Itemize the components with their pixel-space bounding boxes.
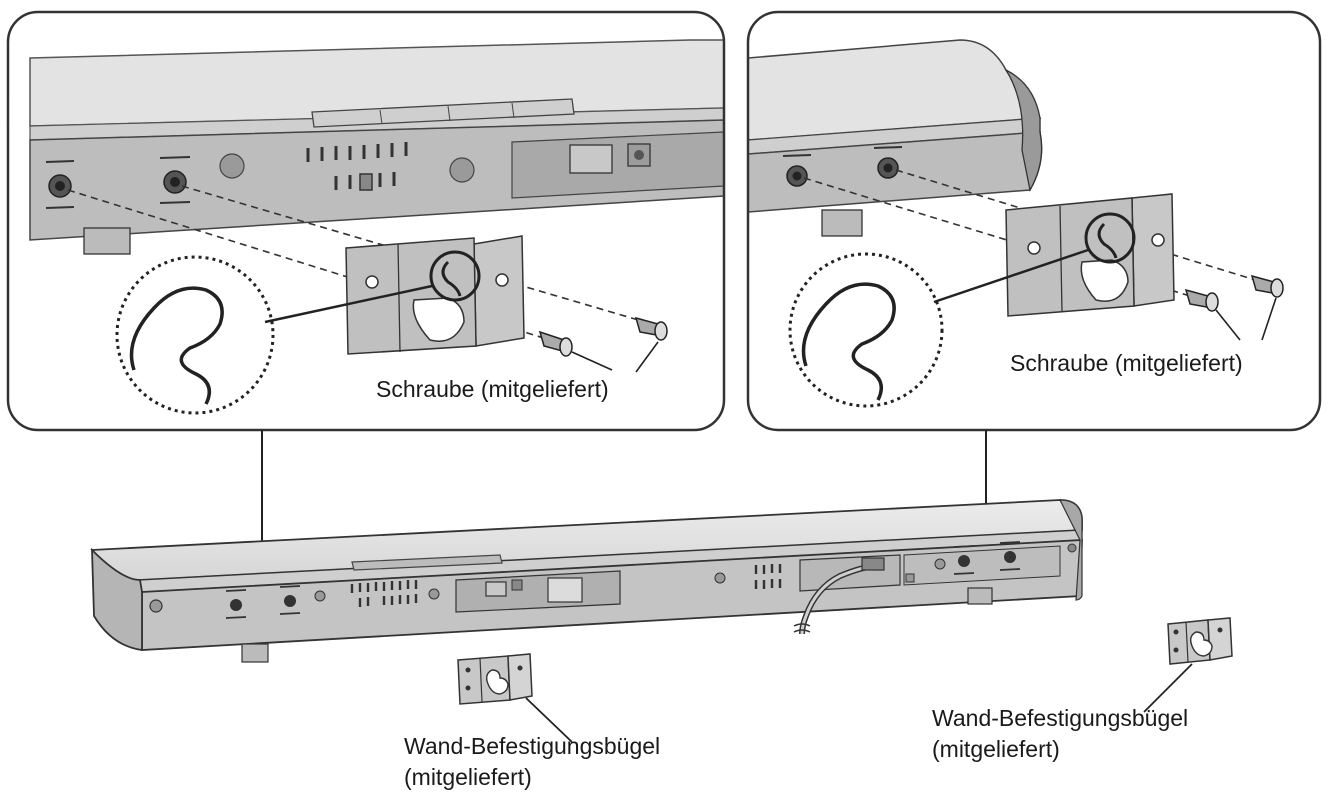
vent-grille [306,142,408,191]
leader-line-bracket-right [1143,663,1193,713]
wall-bracket [1005,193,1175,317]
screw-icon [538,330,573,357]
mounting-hole-icon [45,160,75,209]
bracket-label-right-line1: Wand-Befestigungsbügel [932,705,1189,731]
mounting-hole-icon [953,545,975,575]
soundbar-overview [90,499,1083,663]
magnifier-callout [115,255,433,415]
screw-icon [1250,274,1284,298]
mounting-hole-icon [782,154,812,187]
control-strip [311,98,575,128]
bracket-label-left-line1: Wand-Befestigungsbügel [404,733,661,759]
wall-bracket [345,235,525,355]
screw-icon [634,316,668,341]
mounting-hole-icon [225,589,247,619]
mounting-hole-icon [279,585,301,615]
mounting-hole-icon [999,541,1021,571]
mounting-hole-icon [873,146,903,179]
bracket-label-left-line2: (mitgeliefert) [404,764,532,790]
wall-bracket-icon [457,653,533,705]
screw-label-right: Schraube (mitgeliefert) [1010,350,1243,376]
detail-panel-right-frame [746,10,1322,432]
detail-panel-left [8,12,724,430]
detail-panel-left-frame [6,10,726,432]
magnifier-callout [788,248,1089,408]
mounting-hole-icon [159,156,191,204]
screw-label-left: Schraube (mitgeliefert) [376,376,609,402]
bracket-label-right-line2: (mitgeliefert) [932,736,1060,762]
leader-line-bracket-left [525,697,573,743]
screw-icon [1184,288,1219,312]
detail-panel-right [748,12,1320,430]
wall-bracket-icon [1167,617,1233,665]
